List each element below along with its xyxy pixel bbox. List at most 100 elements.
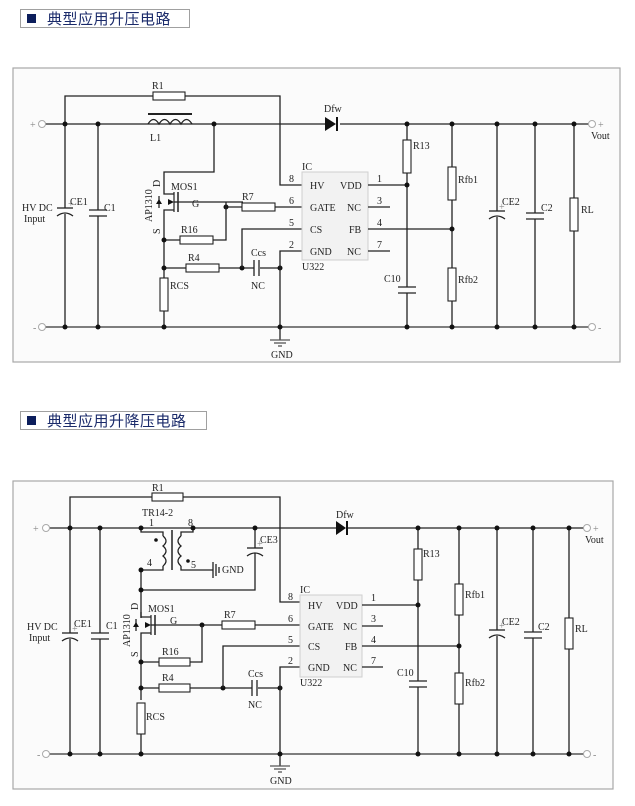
pin-nc: NC — [343, 622, 357, 633]
section-title-text: 典型应用升压电路 — [47, 10, 172, 28]
pin-num: 4 — [377, 218, 382, 229]
resistor-r1 — [152, 91, 186, 101]
schematic-frame — [12, 480, 614, 790]
drain-label: D — [152, 180, 163, 187]
resistor-rfb2 — [447, 267, 457, 302]
r13-label: R13 — [423, 549, 440, 560]
rfb1-label: Rfb1 — [465, 590, 485, 601]
input-label: Input — [29, 633, 50, 644]
section-title-buck-boost: 典型应用升降压电路 — [20, 411, 207, 430]
capacitor-c2 — [524, 631, 542, 639]
c2-label: C2 — [538, 622, 550, 633]
resistor-r7 — [221, 620, 256, 630]
input-plus-terminal — [42, 524, 50, 532]
pin-nc: NC — [347, 247, 361, 258]
pin-num: 4 — [371, 635, 376, 646]
gate-label: G — [170, 616, 177, 627]
pin-num: 8 — [289, 174, 294, 185]
resistor-r16 — [158, 657, 191, 667]
ce1-label: CE1 — [70, 197, 88, 208]
nc-label: NC — [251, 281, 265, 292]
pin-num: 3 — [371, 614, 376, 625]
mosfet-mos1 — [156, 185, 179, 218]
capacitor-ce3 — [246, 552, 264, 557]
ground-symbol — [270, 765, 290, 773]
plus-label: + — [33, 524, 39, 535]
source-label: S — [152, 228, 163, 234]
input-label: HV DC — [22, 203, 53, 214]
section-title-text: 典型应用升降压电路 — [47, 412, 187, 430]
capacitor-c2 — [526, 212, 544, 220]
input-plus-terminal — [38, 120, 46, 128]
resistor-rcs — [159, 277, 169, 312]
svg-text:+: + — [257, 539, 263, 550]
resistor-r13 — [402, 139, 412, 174]
boost-schematic: + - + Vout - R1 L1 Dfw + CE1 HV DC Input… — [12, 67, 621, 363]
pin-num: 7 — [371, 656, 376, 667]
inductor-l1 — [147, 113, 193, 126]
pin-hv: HV — [310, 181, 325, 192]
rfb2-label: Rfb2 — [458, 275, 478, 286]
tr-gnd-label: GND — [222, 565, 244, 576]
capacitor-ce2 — [488, 215, 506, 220]
junction-dots — [62, 121, 577, 330]
pin-num: 3 — [377, 196, 382, 207]
pin-hv: HV — [308, 601, 323, 612]
capacitor-c10 — [398, 286, 416, 294]
resistor-r13 — [413, 548, 423, 581]
c10-label: C10 — [397, 668, 414, 679]
input-label: HV DC — [27, 622, 58, 633]
pin-vdd: VDD — [336, 601, 358, 612]
r7-label: R7 — [224, 610, 236, 621]
pin-gnd: GND — [310, 247, 332, 258]
gnd-label: GND — [270, 776, 292, 787]
pin-vdd: VDD — [340, 181, 362, 192]
capacitor-ccs — [253, 260, 260, 276]
resistor-r4 — [158, 683, 191, 693]
rl-label: RL — [581, 205, 594, 216]
ic-label: IC — [302, 162, 312, 173]
rfb1-label: Rfb1 — [458, 175, 478, 186]
pin-nc: NC — [343, 663, 357, 674]
svg-text:+: + — [68, 199, 74, 210]
ccs-label: Ccs — [251, 248, 266, 259]
dfw-label: Dfw — [336, 510, 355, 521]
r1-label: R1 — [152, 483, 164, 494]
pin-fb: FB — [345, 642, 358, 653]
plus-label: + — [30, 120, 36, 131]
pin-cs: CS — [310, 225, 322, 236]
c1-label: C1 — [106, 621, 118, 632]
capacitor-ccs — [251, 680, 258, 696]
pin-gnd: GND — [308, 663, 330, 674]
ic-u322 — [301, 171, 369, 261]
svg-text:+: + — [499, 202, 505, 213]
ic-u322 — [299, 594, 363, 678]
ce3-label: CE3 — [260, 535, 278, 546]
transformer-tr14-2 — [140, 528, 220, 578]
rcs-label: RCS — [170, 281, 189, 292]
r7-label: R7 — [242, 192, 254, 203]
vout-minus-terminal — [588, 323, 596, 331]
section-title-boost: 典型应用升压电路 — [20, 9, 190, 28]
square-bullet-icon — [27, 14, 36, 23]
resistor-r4 — [185, 263, 220, 273]
pin-num: 7 — [377, 240, 382, 251]
pin-cs: CS — [308, 642, 320, 653]
vout-label: Vout — [591, 131, 610, 142]
gate-label: G — [192, 199, 199, 210]
r13-label: R13 — [413, 141, 430, 152]
pin-num: 5 — [288, 635, 293, 646]
mos1-label: MOS1 — [148, 604, 175, 615]
transformer-label: TR14-2 — [142, 508, 173, 519]
source-label: S — [130, 651, 141, 657]
diode-dfw — [325, 117, 338, 131]
resistor-r1 — [151, 492, 184, 502]
ic-label: IC — [300, 585, 310, 596]
diode-dfw — [336, 521, 348, 535]
ic-part-label: U322 — [302, 262, 324, 273]
square-bullet-icon — [27, 416, 36, 425]
ce1-label: CE1 — [74, 619, 92, 630]
gnd-label: GND — [271, 350, 293, 361]
pin-gate: GATE — [310, 203, 336, 214]
ic-part-label: U322 — [300, 678, 322, 689]
